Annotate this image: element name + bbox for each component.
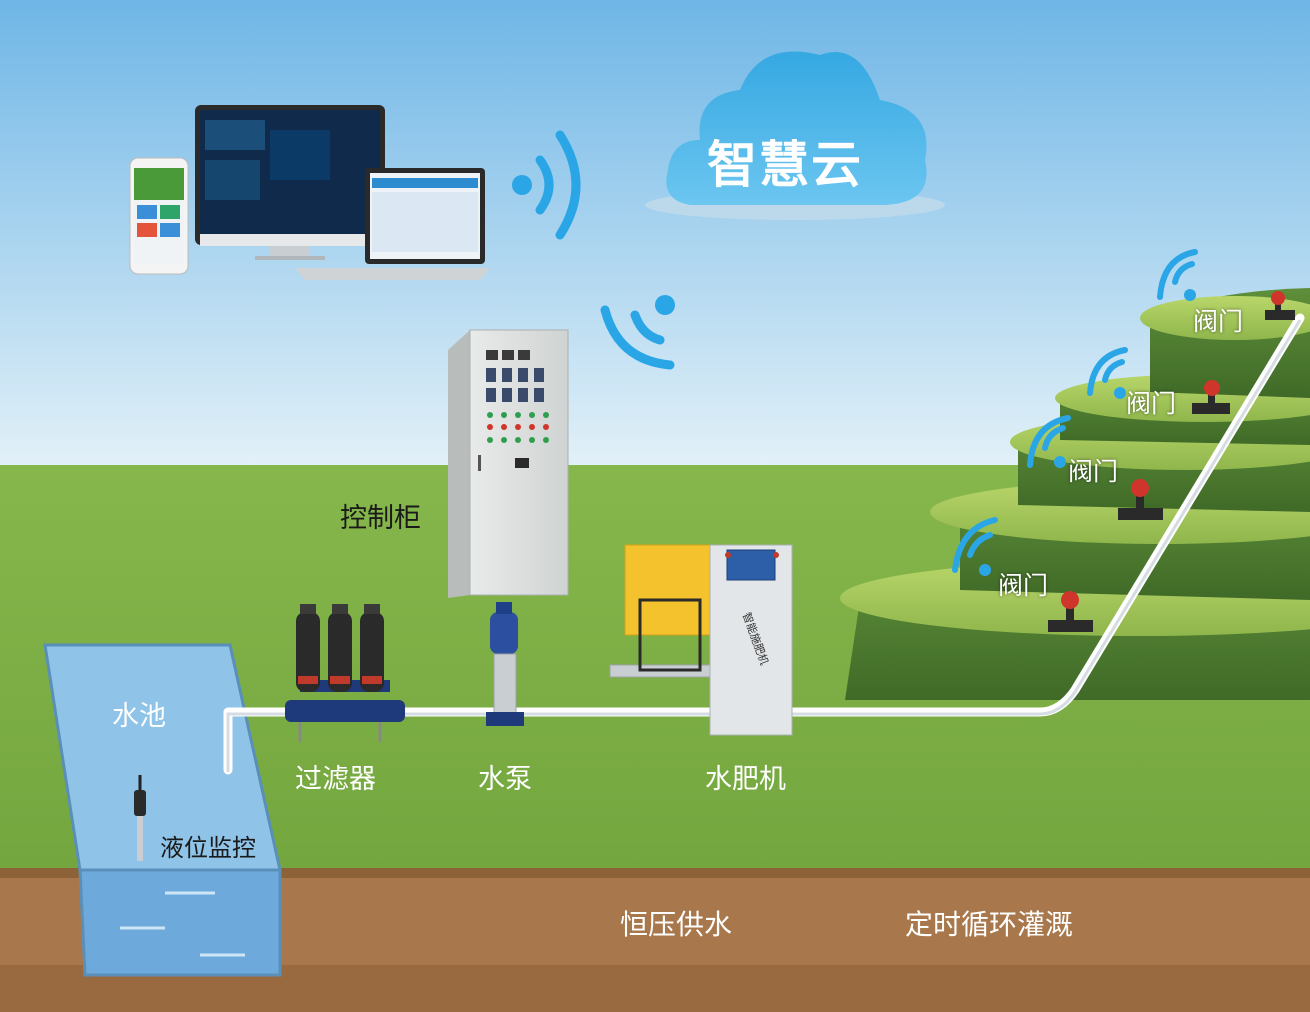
wifi-signal-icon bbox=[952, 517, 998, 576]
timed-irrigation-label: 定时循环灌溉 bbox=[905, 908, 1074, 941]
wifi-signal-icon bbox=[1157, 249, 1198, 301]
level-sensor bbox=[134, 775, 146, 861]
valve-icon bbox=[1265, 291, 1295, 320]
valve-label: 阀门 bbox=[998, 571, 1049, 600]
fertilizer-machine: 智能施肥机 bbox=[609, 544, 793, 736]
cloud-title: 智慧云 bbox=[707, 136, 863, 194]
cloud-icon bbox=[645, 51, 945, 220]
valve-label: 阀门 bbox=[1126, 389, 1177, 418]
valve-label: 阀门 bbox=[1193, 307, 1244, 336]
control-cabinet-label: 控制柜 bbox=[340, 503, 421, 534]
valve-icon bbox=[1048, 591, 1093, 632]
pool-label: 水池 bbox=[112, 701, 166, 732]
fertilizer-machine-label: 水肥机 bbox=[705, 764, 786, 795]
wifi-signal-icon bbox=[600, 295, 675, 370]
filter-unit bbox=[285, 604, 405, 742]
pump-label: 水泵 bbox=[478, 764, 532, 795]
water-pump bbox=[486, 602, 524, 726]
devices-group bbox=[129, 105, 490, 280]
main-pipe bbox=[223, 313, 1305, 775]
water-pool bbox=[43, 643, 282, 977]
level-monitor-label: 液位监控 bbox=[160, 834, 256, 862]
filter-label: 过滤器 bbox=[295, 764, 376, 795]
valve-label: 阀门 bbox=[1068, 457, 1119, 486]
control-cabinet bbox=[448, 329, 569, 598]
wifi-signal-icon bbox=[512, 130, 581, 240]
valve-icon bbox=[1118, 479, 1163, 520]
wifi-signal-icon bbox=[1027, 415, 1071, 468]
constant-pressure-label: 恒压供水 bbox=[620, 908, 733, 941]
wifi-signal-icon bbox=[1087, 347, 1128, 399]
valve-icon bbox=[1192, 380, 1230, 414]
